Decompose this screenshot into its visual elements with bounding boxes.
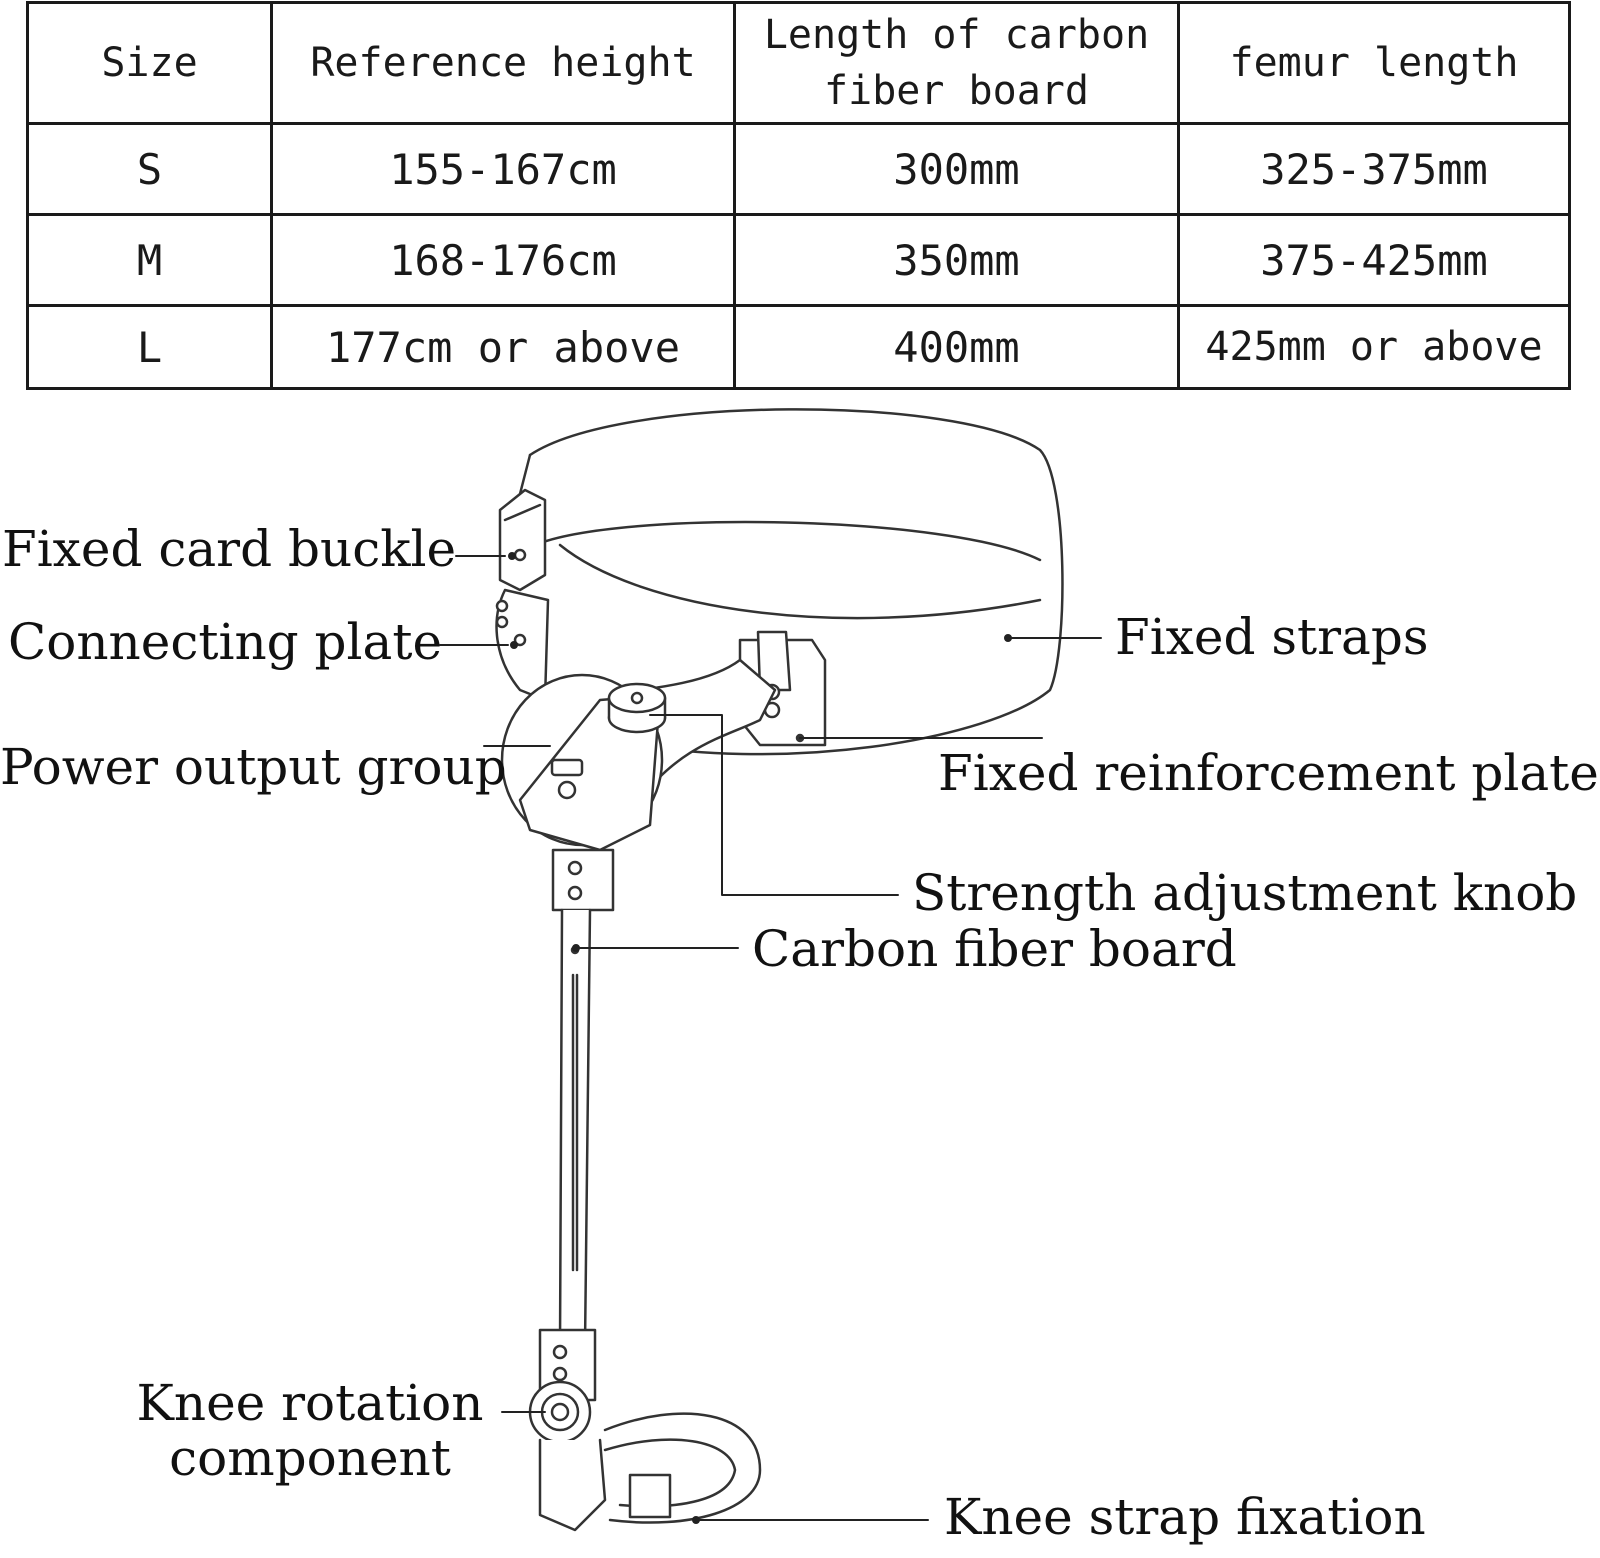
- cell-size: M: [26, 213, 273, 307]
- cell-femur: 375-425mm: [1177, 213, 1571, 307]
- header-femur-length: femur length: [1177, 1, 1571, 125]
- cell-height: 155-167cm: [270, 122, 736, 216]
- waist-belt: [510, 408, 1064, 756]
- connecting-plate: [495, 588, 550, 702]
- card-buckle: [498, 488, 547, 592]
- table-row: L 177cm or above 400mm 425mm or above: [26, 304, 1571, 390]
- header-reference-height: Reference height: [270, 1, 736, 125]
- cell-height: 168-176cm: [270, 213, 736, 307]
- table-header-row: Size Reference height Length of carbon f…: [26, 1, 1571, 125]
- label-carbon-fiber-board: Carbon fiber board: [752, 920, 1237, 978]
- size-table: Size Reference height Length of carbon f…: [26, 1, 1571, 390]
- cell-board: 300mm: [733, 122, 1180, 216]
- label-knee-rotation-line2: component: [169, 1429, 451, 1487]
- cell-size: S: [26, 122, 273, 216]
- label-fixed-reinforcement-plate: Fixed reinforcement plate: [938, 744, 1599, 802]
- adjustment-knob: [607, 682, 667, 734]
- knee-strap: [603, 1412, 762, 1524]
- cell-board: 350mm: [733, 213, 1180, 307]
- label-knee-rotation-component: Knee rotation component: [130, 1376, 490, 1486]
- cell-size: L: [26, 304, 273, 390]
- knee-rotation-component: [528, 1328, 607, 1532]
- table-row: S 155-167cm 300mm 325-375mm: [26, 122, 1571, 216]
- label-power-output-group: Power output group: [0, 738, 507, 796]
- header-size: Size: [26, 1, 273, 125]
- label-fixed-straps: Fixed straps: [1115, 608, 1429, 666]
- label-knee-rotation-line1: Knee rotation: [136, 1374, 484, 1432]
- header-carbon-board-length: Length of carbon fiber board: [733, 1, 1180, 125]
- label-strength-adjustment-knob: Strength adjustment knob: [912, 864, 1578, 922]
- label-knee-strap-fixation: Knee strap fixation: [944, 1488, 1426, 1546]
- label-fixed-card-buckle: Fixed card buckle: [2, 520, 457, 578]
- cell-board: 400mm: [733, 304, 1180, 390]
- cell-femur: 425mm or above: [1177, 304, 1571, 390]
- carbon-fiber-board: [551, 848, 615, 1347]
- leader-lines: [439, 552, 1102, 1524]
- label-connecting-plate: Connecting plate: [8, 613, 443, 671]
- cell-femur: 325-375mm: [1177, 122, 1571, 216]
- cell-height: 177cm or above: [270, 304, 736, 390]
- table-row: M 168-176cm 350mm 375-425mm: [26, 213, 1571, 307]
